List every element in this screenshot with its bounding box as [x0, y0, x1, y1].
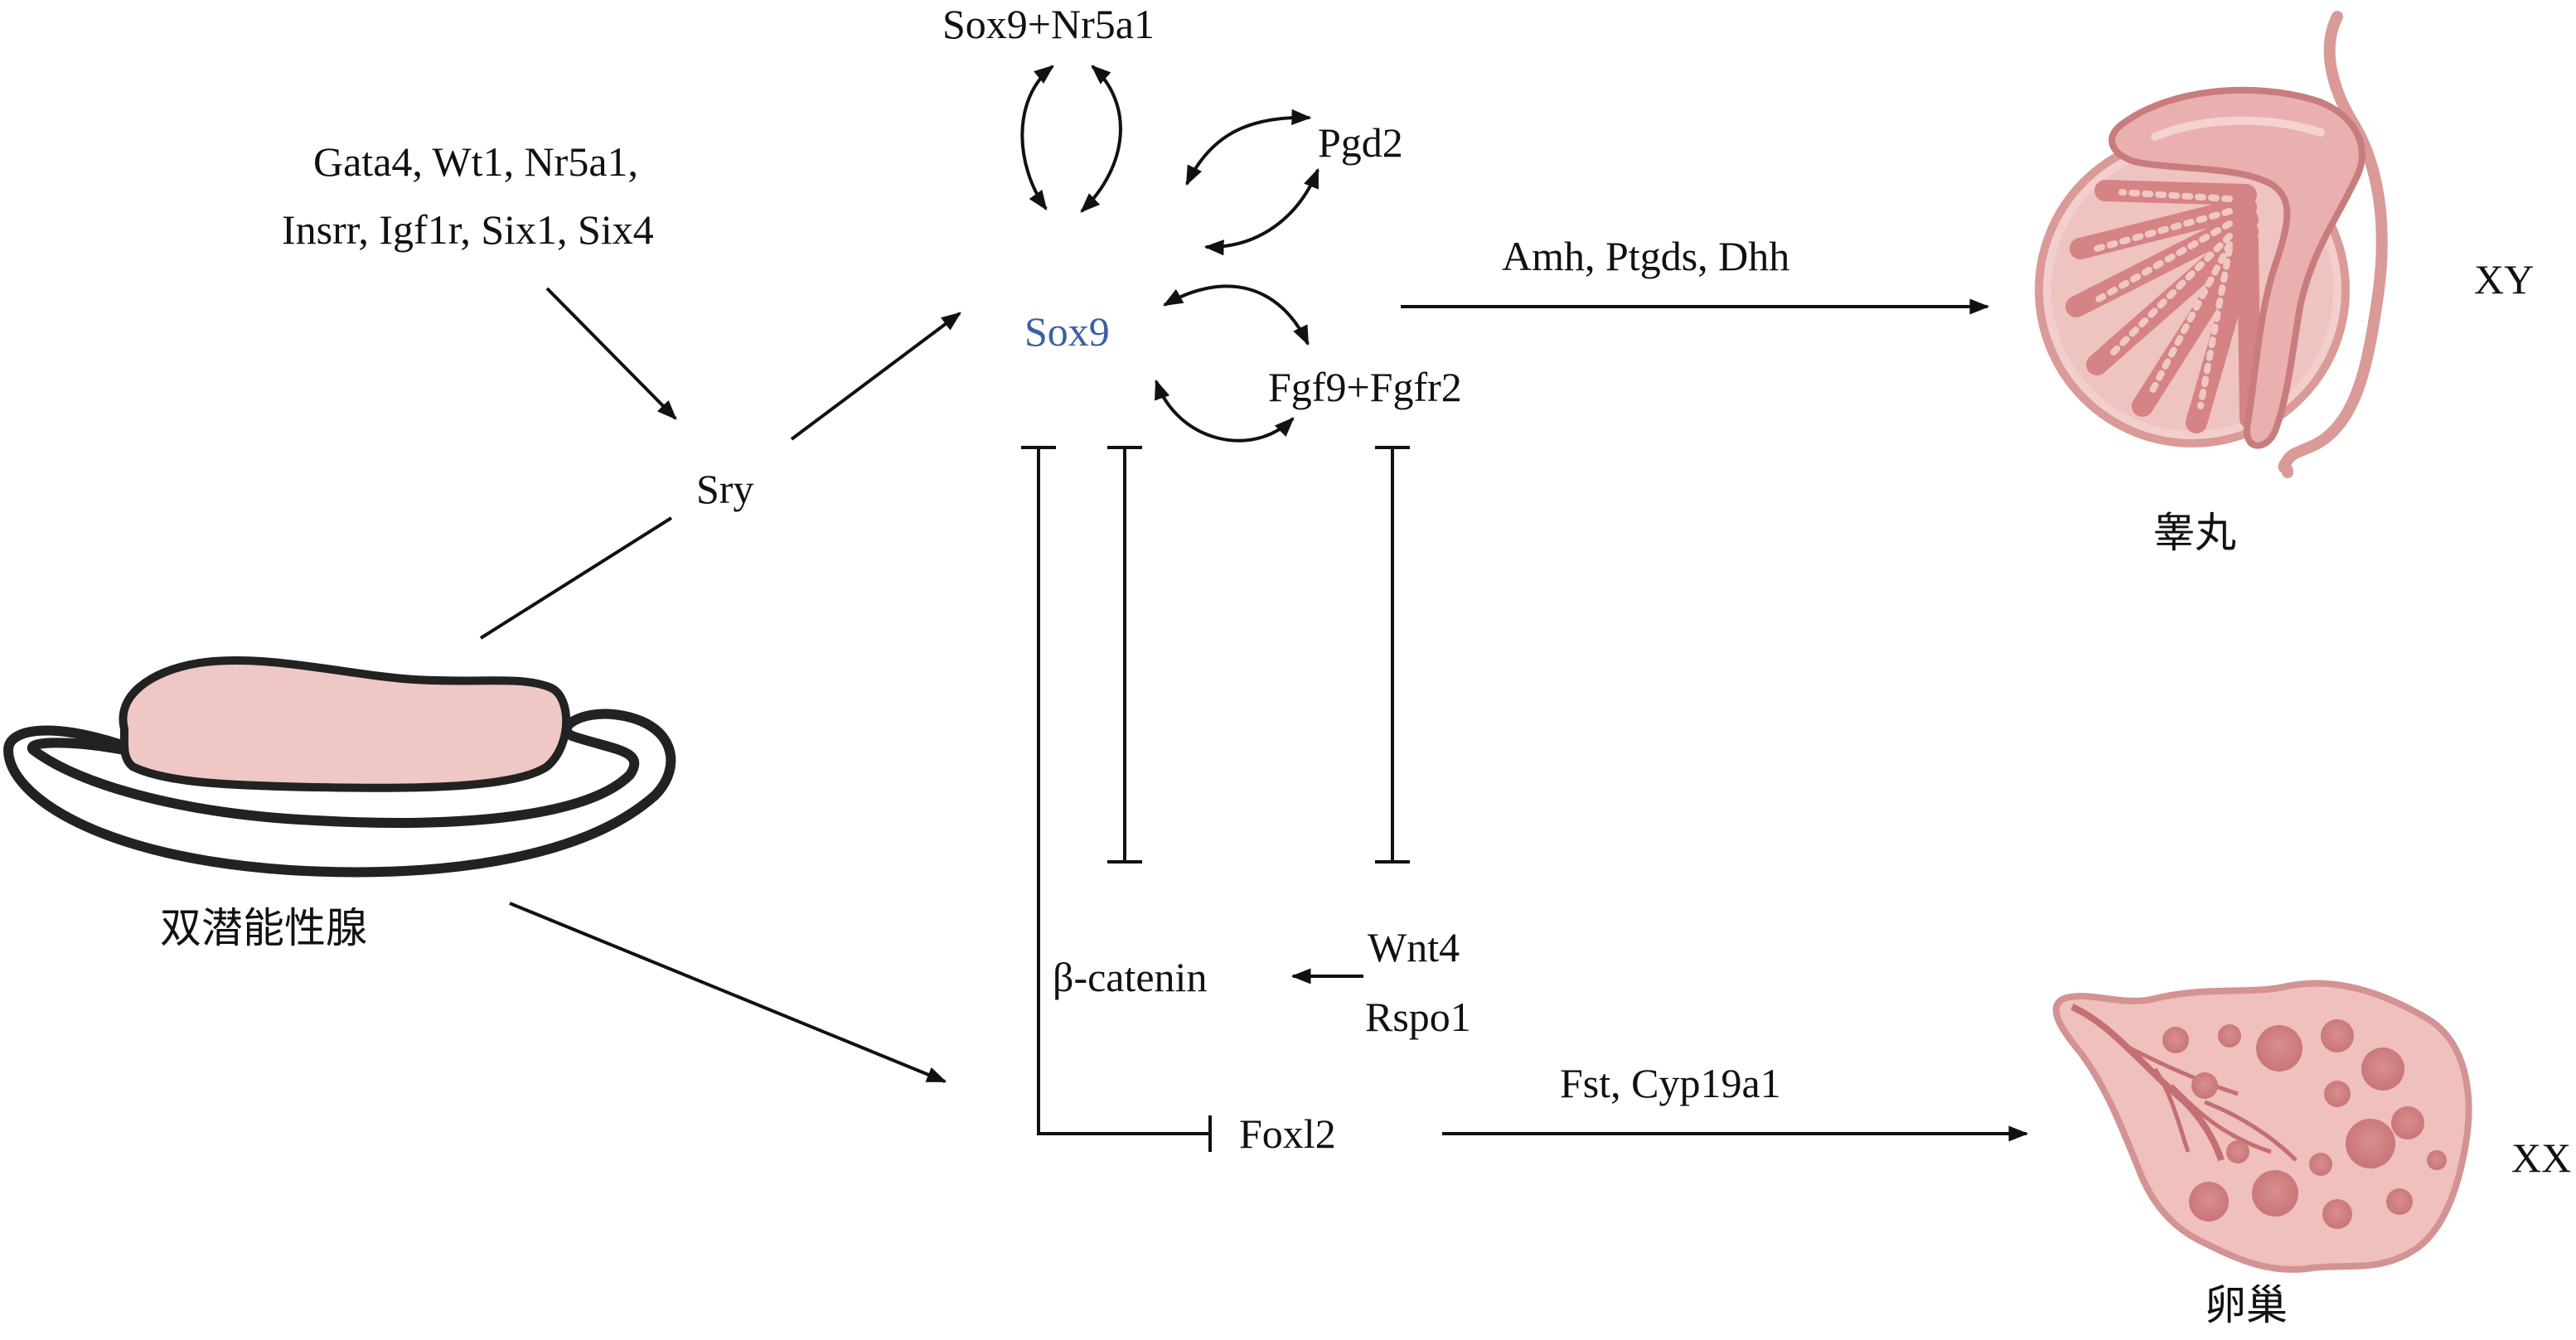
- loop-arrow-sox9nr5a1-right: [1080, 65, 1122, 213]
- label-fgf9-fgfr2: Fgf9+Fgfr2: [1268, 364, 1462, 410]
- ovary-illustration: [2052, 980, 2472, 1273]
- loop-arrow-fgf9-lower: [1155, 379, 1295, 443]
- label-foxl2: Foxl2: [1239, 1110, 1336, 1157]
- loop-arrow-fgf9-upper: [1162, 284, 1310, 346]
- bipotential-gonad-illustration: [3, 655, 676, 878]
- label-ovary: 卵巢: [2205, 1281, 2288, 1329]
- testis-illustration: [2035, 11, 2388, 478]
- label-xy: XY: [2474, 256, 2535, 302]
- label-upstream-line2: Insrr, Igf1r, Six1, Six4: [282, 206, 654, 253]
- label-ovary-genes: Fst, Cyp19a1: [1560, 1060, 1781, 1106]
- sox9-inhibits-foxl2-line: [1037, 447, 1210, 1135]
- gonad-to-foxl2-arrow: [509, 902, 947, 1083]
- loop-arrow-pgd2-lower: [1203, 167, 1319, 256]
- sry-to-sox9-arrow: [790, 312, 961, 441]
- label-beta-catenin: β-catenin: [1053, 954, 1208, 1000]
- label-wnt4: Wnt4: [1368, 924, 1460, 970]
- label-xx: XX: [2511, 1134, 2572, 1181]
- label-bipotential-gonad: 双潜能性腺: [160, 904, 367, 952]
- loop-arrow-sox9nr5a1-left: [1020, 65, 1054, 210]
- label-testis-genes: Amh, Ptgds, Dhh: [1502, 233, 1790, 279]
- label-upstream-line1: Gata4, Wt1, Nr5a1,: [313, 138, 639, 185]
- label-rspo1: Rspo1: [1365, 994, 1471, 1040]
- label-testis: 睾丸: [2153, 509, 2236, 557]
- gonad-to-sry-line: [479, 516, 673, 640]
- upstream-to-sry-arrow: [545, 287, 677, 420]
- label-sox9-nr5a1: Sox9+Nr5a1: [942, 1, 1155, 47]
- label-sox9: Sox9: [1024, 308, 1110, 355]
- label-pgd2: Pgd2: [1318, 119, 1403, 166]
- label-sry: Sry: [696, 466, 754, 512]
- pathway-connectors: [479, 65, 2029, 1152]
- loop-arrow-pgd2-upper: [1185, 109, 1312, 186]
